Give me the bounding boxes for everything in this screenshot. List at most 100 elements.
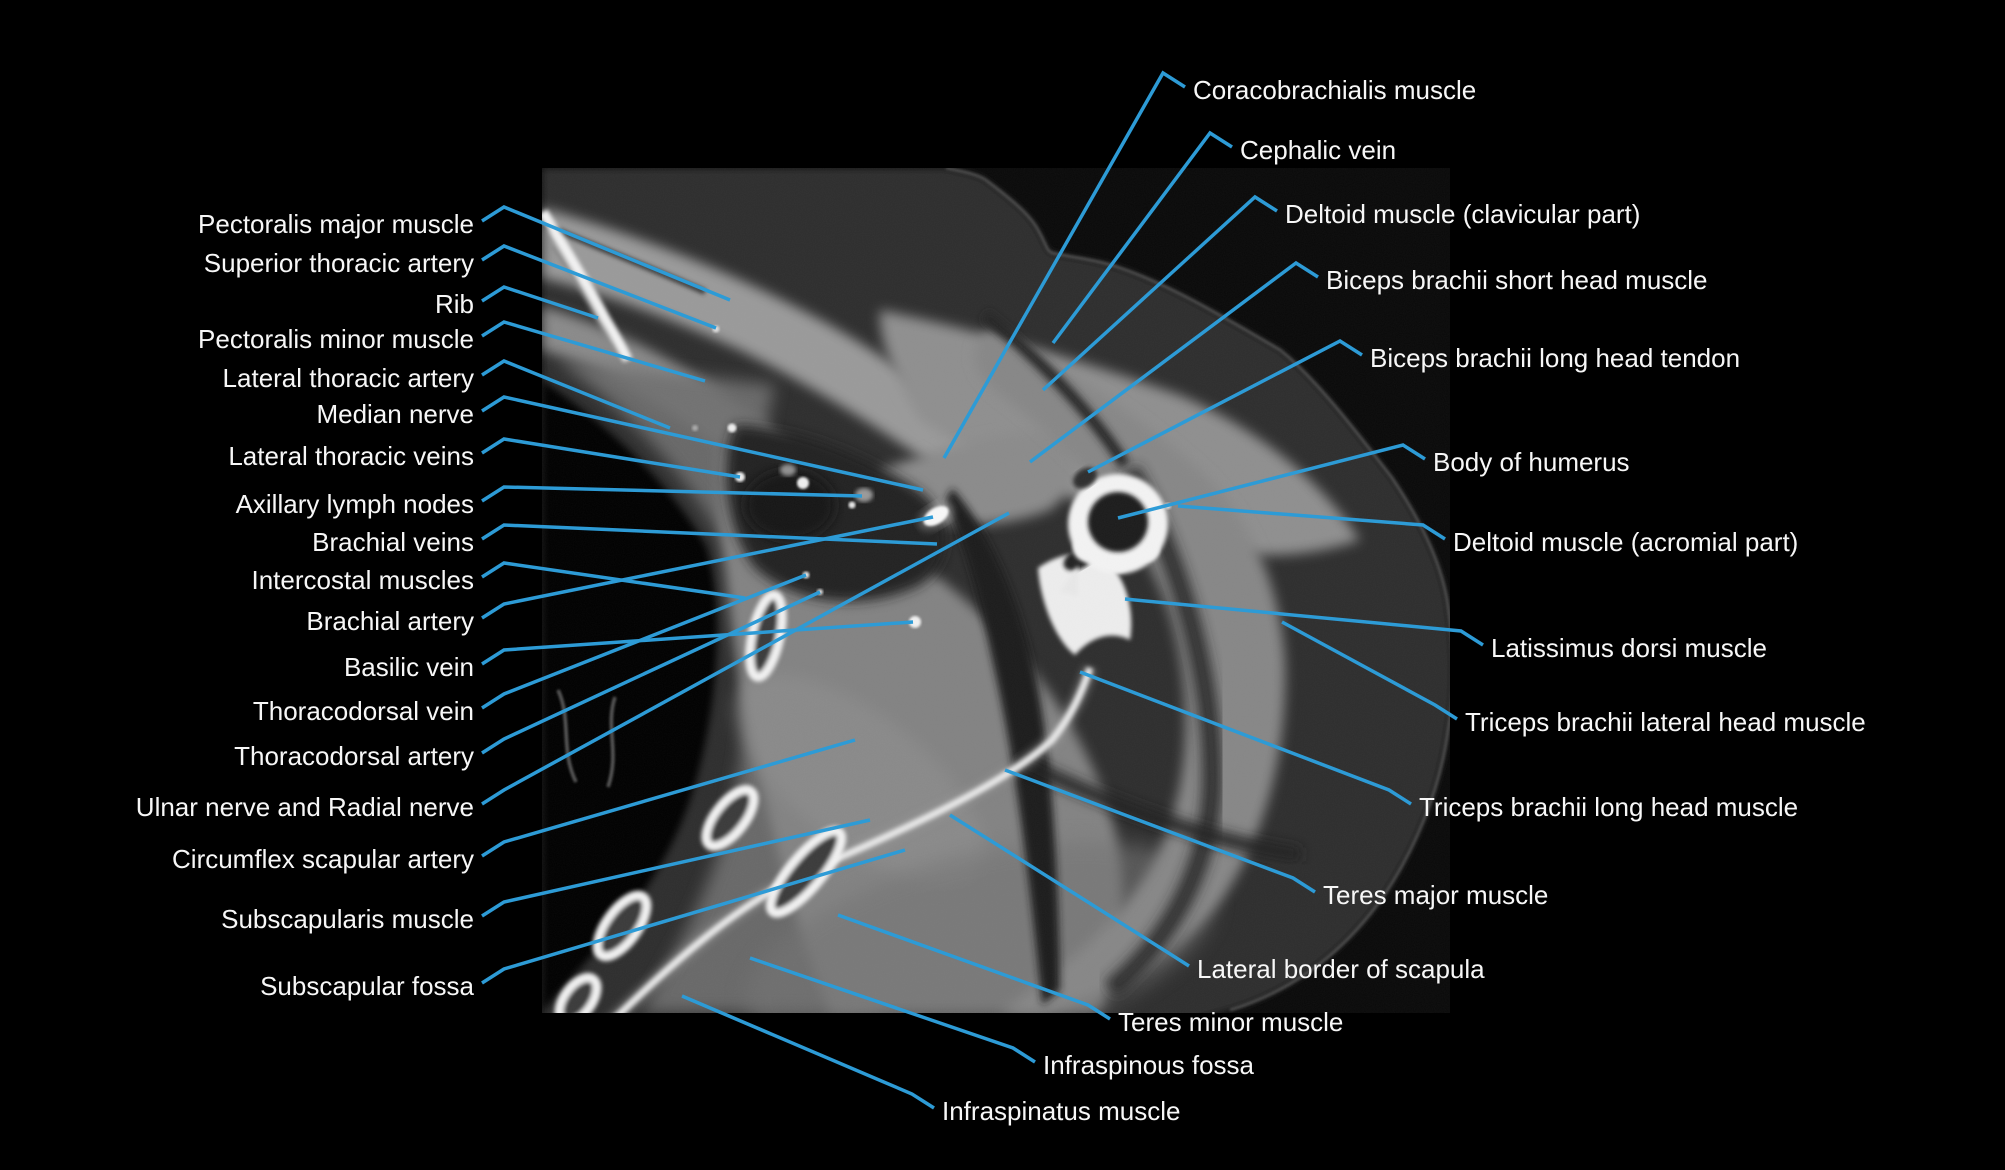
label-deltoid-muscle-clavicular-part: Deltoid muscle (clavicular part): [1285, 199, 1640, 229]
leader-line-coracobrachialis-muscle: [942, 70, 1186, 459]
leader-line-rib: [481, 285, 599, 320]
leader-line-deltoid-muscle-clavicular-part: [1041, 194, 1278, 392]
label-axillary-lymph-nodes: Axillary lymph nodes: [236, 489, 474, 519]
label-body-of-humerus: Body of humerus: [1433, 447, 1630, 477]
annotation-cephalic-vein: Cephalic vein: [1051, 130, 1396, 345]
label-ulnar-nerve-and-radial-nerve: Ulnar nerve and Radial nerve: [136, 792, 474, 822]
label-coracobrachialis-muscle: Coracobrachialis muscle: [1193, 75, 1476, 105]
annotation-rib: Rib: [435, 285, 599, 320]
label-teres-major-muscle: Teres major muscle: [1323, 880, 1548, 910]
annotation-basilic-vein: Basilic vein: [344, 620, 914, 682]
leader-line-thoracodorsal-artery: [481, 590, 821, 755]
annotation-pectoralis-minor-muscle: Pectoralis minor muscle: [198, 320, 706, 383]
leader-line-teres-minor-muscle: [837, 913, 1111, 1021]
annotation-triceps-brachii-lateral-head-muscle: Triceps brachii lateral head muscle: [1281, 620, 1866, 737]
leader-line-intercostal-muscles: [481, 561, 746, 600]
leader-line-teres-major-muscle: [1004, 768, 1316, 894]
label-teres-minor-muscle: Teres minor muscle: [1118, 1007, 1343, 1037]
leader-line-thoracodorsal-vein: [481, 573, 807, 710]
leader-line-subscapularis-muscle: [481, 818, 871, 918]
label-deltoid-muscle-acromial-part: Deltoid muscle (acromial part): [1453, 527, 1798, 557]
leader-line-pectoralis-minor-muscle: [481, 320, 706, 383]
annotation-teres-minor-muscle: Teres minor muscle: [837, 913, 1343, 1037]
annotation-subscapularis-muscle: Subscapularis muscle: [221, 818, 871, 934]
leader-line-body-of-humerus: [1117, 443, 1426, 520]
leader-line-infraspinatus-muscle: [681, 994, 935, 1110]
annotation-biceps-brachii-short-head-muscle: Biceps brachii short head muscle: [1028, 260, 1708, 464]
annotation-circumflex-scapular-artery: Circumflex scapular artery: [172, 738, 856, 874]
label-lateral-border-of-scapula: Lateral border of scapula: [1197, 954, 1485, 984]
label-superior-thoracic-artery: Superior thoracic artery: [204, 248, 474, 278]
annotation-intercostal-muscles: Intercostal muscles: [251, 561, 746, 600]
leader-line-infraspinous-fossa: [749, 956, 1036, 1064]
annotation-axillary-lymph-nodes: Axillary lymph nodes: [236, 485, 863, 519]
annotation-body-of-humerus: Body of humerus: [1117, 443, 1630, 520]
annotation-brachial-veins: Brachial veins: [312, 523, 938, 557]
label-triceps-brachii-long-head-muscle: Triceps brachii long head muscle: [1419, 792, 1798, 822]
leader-line-lateral-border-of-scapula: [949, 813, 1190, 968]
annotation-ulnar-nerve-and-radial-nerve: Ulnar nerve and Radial nerve: [136, 511, 1010, 822]
annotation-infraspinous-fossa: Infraspinous fossa: [749, 956, 1255, 1080]
leader-line-basilic-vein: [481, 620, 914, 666]
leader-line-brachial-artery: [481, 515, 934, 620]
leader-line-median-nerve: [481, 395, 924, 492]
leader-line-ulnar-nerve-and-radial-nerve: [481, 511, 1010, 806]
label-circumflex-scapular-artery: Circumflex scapular artery: [172, 844, 474, 874]
label-basilic-vein: Basilic vein: [344, 652, 474, 682]
label-infraspinatus-muscle: Infraspinatus muscle: [942, 1096, 1180, 1126]
annotation-lateral-thoracic-veins: Lateral thoracic veins: [228, 437, 741, 479]
annotation-lateral-border-of-scapula: Lateral border of scapula: [949, 813, 1485, 984]
leader-line-latissimus-dorsi-muscle: [1124, 597, 1484, 647]
annotation-deltoid-muscle-acromial-part: Deltoid muscle (acromial part): [1177, 504, 1798, 557]
label-thoracodorsal-artery: Thoracodorsal artery: [234, 741, 474, 771]
label-triceps-brachii-lateral-head-muscle: Triceps brachii lateral head muscle: [1465, 707, 1866, 737]
annotation-brachial-artery: Brachial artery: [306, 515, 934, 636]
leader-line-lateral-thoracic-veins: [481, 437, 741, 479]
leader-line-biceps-brachii-short-head-muscle: [1028, 260, 1319, 464]
label-cephalic-vein: Cephalic vein: [1240, 135, 1396, 165]
label-biceps-brachii-short-head-muscle: Biceps brachii short head muscle: [1326, 265, 1708, 295]
label-biceps-brachii-long-head-tendon: Biceps brachii long head tendon: [1370, 343, 1740, 373]
annotation-infraspinatus-muscle: Infraspinatus muscle: [681, 994, 1180, 1126]
leader-line-subscapular-fossa: [481, 848, 906, 985]
label-median-nerve: Median nerve: [316, 399, 474, 429]
ct-noise-overlay: [542, 168, 1450, 1013]
leader-line-circumflex-scapular-artery: [481, 738, 856, 858]
label-lateral-thoracic-veins: Lateral thoracic veins: [228, 441, 474, 471]
annotation-biceps-brachii-long-head-tendon: Biceps brachii long head tendon: [1087, 338, 1740, 474]
annotation-thoracodorsal-vein: Thoracodorsal vein: [253, 573, 807, 726]
label-pectoralis-major-muscle: Pectoralis major muscle: [198, 209, 474, 239]
leader-line-triceps-brachii-long-head-muscle: [1079, 670, 1412, 806]
annotation-superior-thoracic-artery: Superior thoracic artery: [204, 244, 717, 330]
label-pectoralis-minor-muscle: Pectoralis minor muscle: [198, 324, 474, 354]
label-latissimus-dorsi-muscle: Latissimus dorsi muscle: [1491, 633, 1767, 663]
leader-line-biceps-brachii-long-head-tendon: [1087, 338, 1363, 474]
annotation-latissimus-dorsi-muscle: Latissimus dorsi muscle: [1124, 597, 1767, 663]
leader-line-superior-thoracic-artery: [481, 244, 717, 330]
annotation-pectoralis-major-muscle: Pectoralis major muscle: [198, 205, 731, 302]
label-infraspinous-fossa: Infraspinous fossa: [1043, 1050, 1255, 1080]
label-subscapular-fossa: Subscapular fossa: [260, 971, 474, 1001]
leader-line-pectoralis-major-muscle: [481, 205, 731, 302]
annotation-thoracodorsal-artery: Thoracodorsal artery: [234, 590, 821, 771]
annotation-teres-major-muscle: Teres major muscle: [1004, 768, 1548, 910]
label-brachial-artery: Brachial artery: [306, 606, 474, 636]
leader-line-triceps-brachii-lateral-head-muscle: [1281, 620, 1458, 721]
annotation-deltoid-muscle-clavicular-part: Deltoid muscle (clavicular part): [1041, 194, 1640, 392]
annotation-lateral-thoracic-artery: Lateral thoracic artery: [223, 359, 671, 430]
label-intercostal-muscles: Intercostal muscles: [251, 565, 474, 595]
leader-line-axillary-lymph-nodes: [481, 485, 863, 503]
label-lateral-thoracic-artery: Lateral thoracic artery: [223, 363, 474, 393]
leader-line-deltoid-muscle-acromial-part: [1177, 504, 1446, 541]
label-rib: Rib: [435, 289, 474, 319]
leader-line-brachial-veins: [481, 523, 938, 546]
label-brachial-veins: Brachial veins: [312, 527, 474, 557]
leader-line-cephalic-vein: [1051, 130, 1233, 345]
annotation-triceps-brachii-long-head-muscle: Triceps brachii long head muscle: [1079, 670, 1798, 822]
annotation-median-nerve: Median nerve: [316, 395, 924, 492]
leader-line-lateral-thoracic-artery: [481, 359, 671, 430]
annotation-coracobrachialis-muscle: Coracobrachialis muscle: [942, 70, 1476, 459]
